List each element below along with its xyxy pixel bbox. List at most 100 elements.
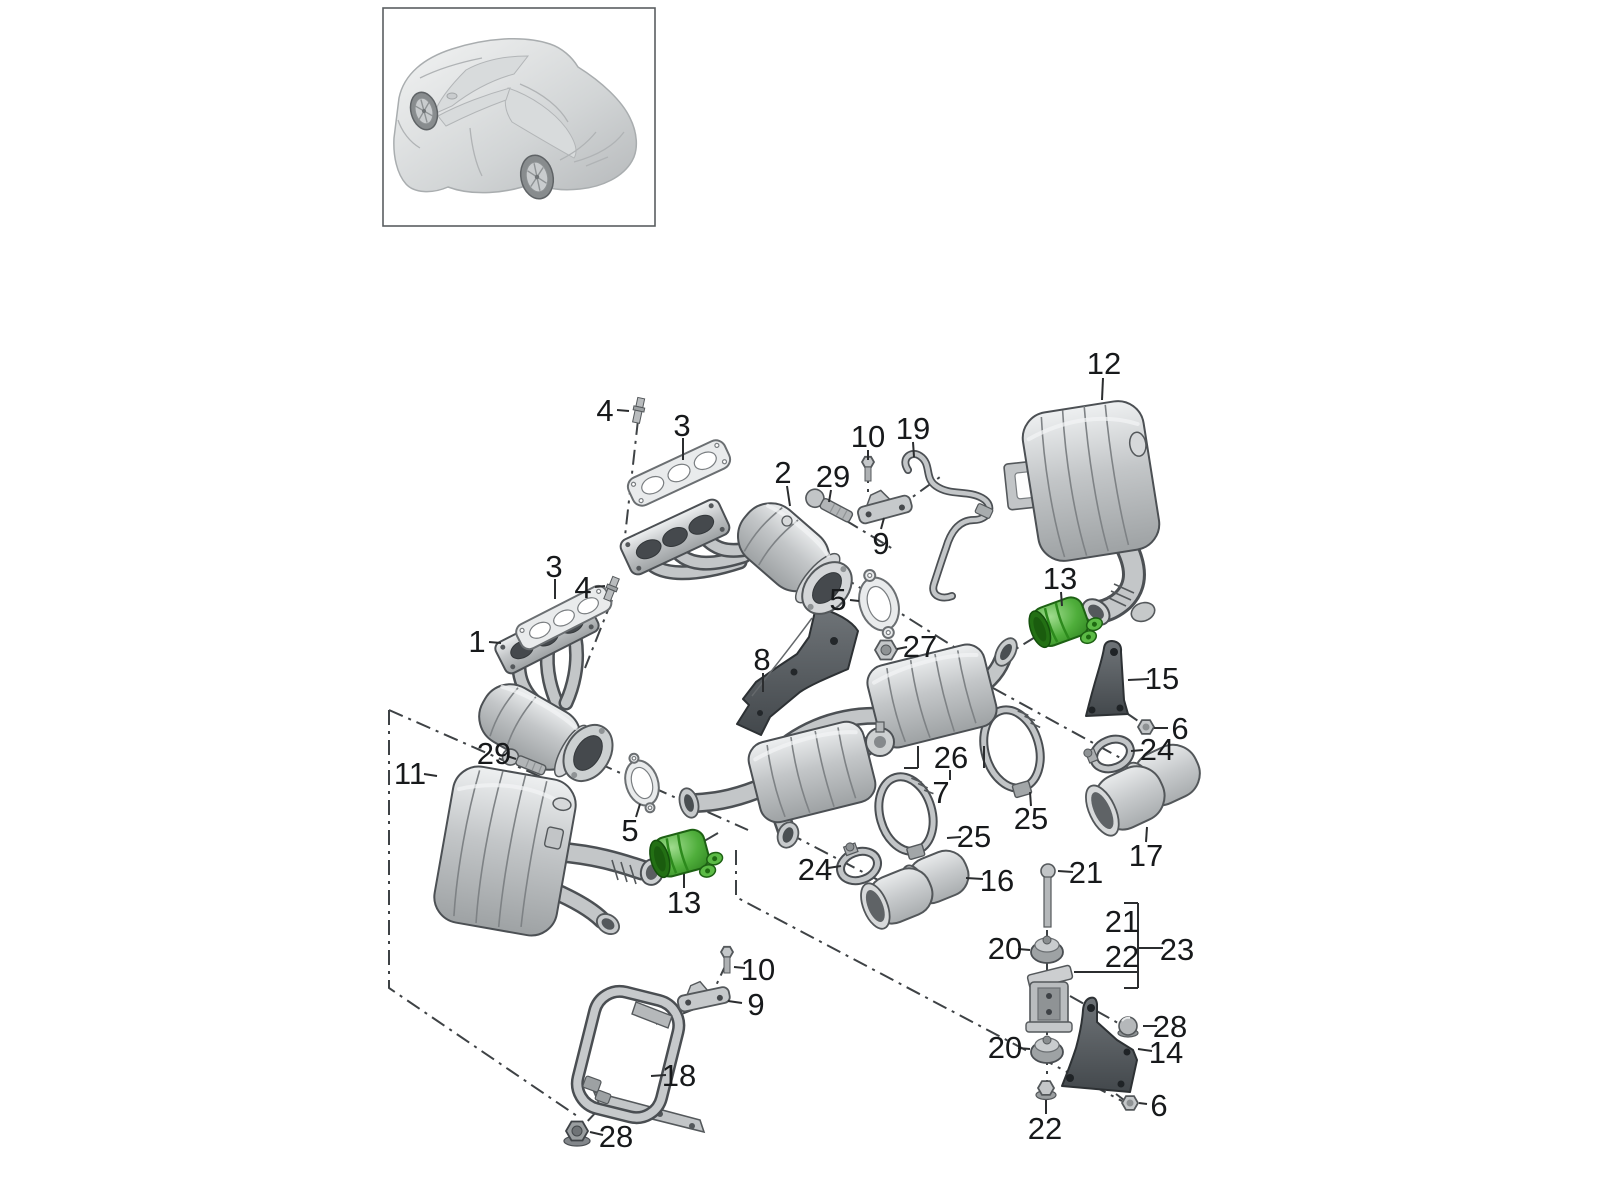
callout-leader-21 [1057,870,1074,873]
callout-leader-29 [506,755,517,760]
callout-label-14: 14 [1149,1035,1183,1070]
callout-leader-9 [880,517,885,530]
callout-label-9: 9 [872,526,889,561]
support-bracket-9-upper [857,489,913,525]
callout-label-10: 10 [741,952,775,987]
callout-label-10: 10 [851,419,885,454]
callout-label-4: 4 [574,570,591,605]
callout-label-20: 20 [988,1030,1022,1065]
callout-label-13: 13 [667,885,701,920]
callout-label-25: 25 [1014,801,1048,836]
callout-leader-25 [1029,791,1032,807]
callout-leader-24 [1130,749,1144,752]
callout-label-22: 22 [1105,939,1139,974]
callout-leader-29 [828,489,832,503]
clamp-24-center [836,842,882,886]
manifold-catalyst-upper-2 [619,498,853,615]
stud-4-upper [631,396,646,424]
callout-leader-24 [827,865,842,869]
band-clamp-25-right [979,705,1045,799]
sensor-boss [781,515,793,527]
bolt-10-lower [719,945,735,974]
callout-leader-14 [1137,1048,1153,1052]
main-muffler-assembly-7-26 [678,637,1018,849]
callout-label-24: 24 [1140,732,1174,767]
bolt-29-upper [805,488,854,523]
heat-shield-bracket-8 [736,606,859,736]
clamp-24-right [1083,734,1135,774]
tailpipe-trim-16 [860,849,970,930]
callout-leader-5 [849,599,860,602]
callout-label-28: 28 [599,1119,633,1154]
stud-4-lower [603,575,620,602]
callout-label-5: 5 [829,582,846,617]
bolt-21 [1040,863,1056,928]
nut-6-upper [1136,719,1156,735]
callout-label-29: 29 [477,736,511,771]
car-illustration [393,37,638,200]
callout-label-13: 13 [1043,561,1077,596]
nut-22 [1035,1080,1057,1101]
actuation-wire-19 [901,450,994,602]
callout-label-7: 7 [932,775,949,810]
rubber-mount-20-lower [1030,1035,1064,1064]
callout-leader-15 [1127,678,1150,681]
front-wheel [409,91,439,131]
callout-leader-27 [896,646,908,650]
callout-label-15: 15 [1145,661,1179,696]
side-mirror [446,92,458,100]
callout-label-24: 24 [798,852,832,887]
callout-label-4: 4 [596,393,613,428]
clamp-13-lower-highlighted [649,828,724,879]
callout-label-25: 25 [957,819,991,854]
callout-label-19: 19 [896,411,930,446]
callout-label-27: 27 [903,629,937,664]
callout-label-5: 5 [621,813,638,848]
callout-label-22: 22 [1028,1111,1062,1146]
bolt-10-upper [860,455,876,482]
callout-leader-2 [786,485,791,507]
manifold-gasket-3-upper [626,439,732,507]
callout-label-12: 12 [1087,346,1121,381]
rear-wheel [519,154,555,200]
rubber-mount-20-upper [1030,935,1064,964]
callout-label-21: 21 [1069,855,1103,890]
callout-label-11: 11 [394,756,426,791]
callout-leader-9 [727,1000,743,1004]
callout-label-21: 21 [1105,904,1139,939]
callout-label-17: 17 [1129,838,1163,873]
nut-6-lower [1120,1095,1140,1111]
support-bracket-15 [1085,640,1129,717]
callout-leader-4 [616,409,630,412]
callout-label-1: 1 [468,624,485,659]
callout-leader-10 [733,966,746,969]
support-frame-18 [570,984,706,1134]
callout-leader-16 [965,877,984,880]
support-bracket-9-lower [676,980,731,1013]
callout-label-18: 18 [662,1058,696,1093]
callout-leader-20 [1017,948,1031,951]
callout-label-23: 23 [1160,932,1194,967]
bellows-rings-left [611,859,637,885]
callout-leader-13 [1060,591,1063,607]
callout-leader-11 [423,773,438,777]
callout-label-2: 2 [774,455,791,490]
rear-muffler-right-12 [1003,400,1161,626]
band-clamp-25-left [874,772,938,860]
callout-label-29: 29 [816,459,850,494]
callout-label-16: 16 [980,863,1014,898]
group-bracket-26 [904,746,985,780]
callout-leader-18 [650,1074,667,1077]
callout-leader-6 [1138,1102,1148,1105]
nut-27 [873,639,899,661]
gasket-5-lower [624,752,660,814]
callout-leader-1 [488,641,502,644]
gasket-5-upper [858,568,900,640]
callout-label-8: 8 [753,642,770,677]
callout-leader-12 [1101,377,1104,401]
callout-label-3: 3 [673,408,690,443]
callout-leader-17 [1145,826,1148,843]
callout-label-9: 9 [747,987,764,1022]
